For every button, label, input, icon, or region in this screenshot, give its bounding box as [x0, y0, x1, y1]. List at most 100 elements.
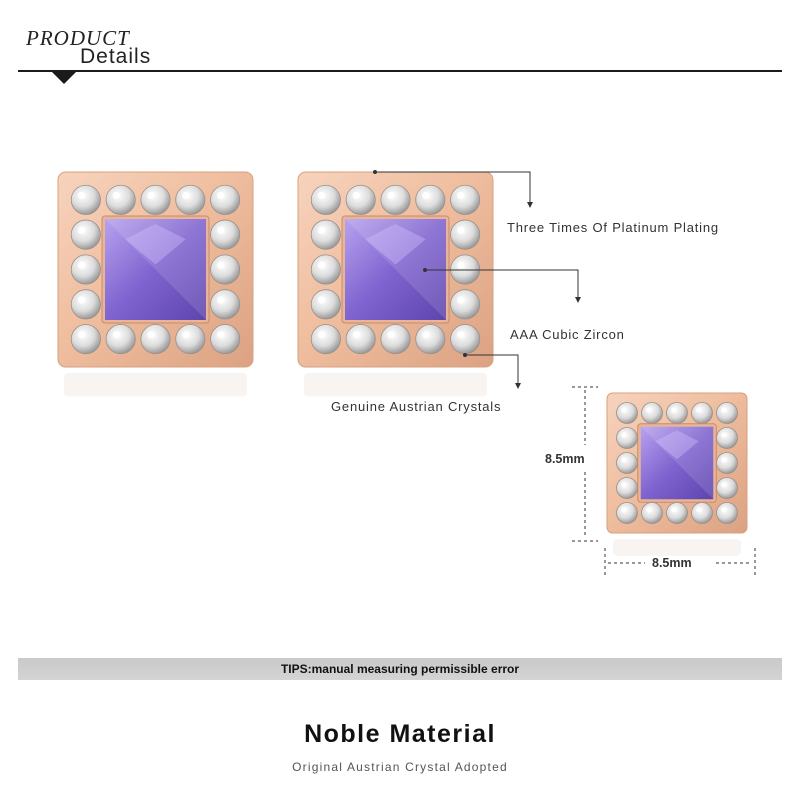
- crystal-stone: [450, 219, 481, 250]
- crystal-highlight: [457, 191, 465, 200]
- reflection: [613, 539, 741, 556]
- crystal-stone: [716, 402, 738, 424]
- reflection: [64, 373, 247, 397]
- dimension-height: 8.5mm: [545, 452, 585, 466]
- arrow-icon: [575, 297, 581, 303]
- crystal-highlight: [77, 191, 86, 200]
- crystal-highlight: [457, 296, 465, 304]
- leader-line-crystals: [465, 354, 519, 386]
- crystal-stone: [716, 477, 738, 499]
- crystal-stone: [666, 402, 688, 424]
- crystal-stone: [380, 324, 411, 355]
- crystal-highlight: [671, 507, 677, 513]
- crystal-stone: [70, 219, 101, 250]
- crystal-highlight: [621, 482, 627, 488]
- crystal-stone: [210, 254, 241, 285]
- crystal-stone: [310, 184, 341, 215]
- amethyst-stone: [640, 426, 714, 500]
- crystal-highlight: [671, 407, 677, 413]
- crystal-stone: [616, 477, 638, 499]
- arrow-icon: [515, 383, 521, 389]
- section-header: PRODUCT Details: [0, 0, 800, 90]
- crystal-highlight: [387, 331, 395, 339]
- facet: [125, 224, 186, 265]
- crystal-stone: [310, 254, 341, 285]
- crystal-stone: [140, 184, 171, 215]
- crystal-highlight: [721, 482, 727, 488]
- crystal-highlight: [422, 331, 430, 339]
- crystal-stone: [616, 402, 638, 424]
- crystal-highlight: [721, 507, 727, 513]
- crystal-stone: [716, 427, 738, 449]
- arrow-icon: [527, 202, 533, 208]
- crystal-highlight: [422, 191, 430, 200]
- crystal-highlight: [147, 331, 155, 339]
- crystal-highlight: [77, 226, 86, 234]
- crystal-highlight: [646, 407, 652, 413]
- crystal-highlight: [217, 296, 225, 304]
- crystal-highlight: [217, 331, 225, 339]
- crystal-highlight: [317, 226, 326, 234]
- crystal-highlight: [646, 507, 652, 513]
- callout-zircon: AAA Cubic Zircon: [510, 327, 625, 342]
- dimension-width: 8.5mm: [652, 556, 692, 570]
- crystal-highlight: [317, 296, 326, 304]
- facet: [640, 426, 714, 500]
- footer-subtitle: Original Austrian Crystal Adopted: [292, 760, 508, 774]
- crystal-stone: [310, 219, 341, 250]
- crystal-stone: [70, 184, 101, 215]
- earring-left: [57, 171, 254, 397]
- crystal-highlight: [352, 191, 360, 200]
- callout-plating: Three Times Of Platinum Plating: [507, 220, 719, 235]
- crystal-highlight: [182, 191, 190, 200]
- amethyst-stone: [105, 219, 206, 320]
- crystal-stone: [175, 324, 206, 355]
- crystal-stone: [415, 324, 446, 355]
- crystal-stone: [380, 184, 411, 215]
- facet: [655, 430, 699, 460]
- crystal-stone: [345, 184, 376, 215]
- earring-right: [297, 171, 494, 397]
- crystal-stone: [616, 427, 638, 449]
- leader-line-zircon: [425, 269, 579, 300]
- crystal-stone: [716, 502, 738, 524]
- crystal-highlight: [77, 261, 86, 269]
- crystal-highlight: [387, 191, 395, 200]
- crystal-stone: [70, 289, 101, 320]
- header-details: Details: [80, 45, 152, 68]
- crystal-highlight: [352, 331, 360, 339]
- crystal-highlight: [317, 331, 326, 339]
- crystal-highlight: [621, 407, 627, 413]
- crystal-stone: [641, 402, 663, 424]
- crystal-stone: [310, 289, 341, 320]
- crystal-highlight: [112, 191, 120, 200]
- crystal-stone: [345, 324, 376, 355]
- crystal-highlight: [721, 457, 727, 463]
- crystal-stone: [140, 324, 171, 355]
- crystal-stone: [175, 184, 206, 215]
- callout-crystals: Genuine Austrian Crystals: [331, 399, 502, 414]
- facet: [105, 219, 206, 320]
- crystal-highlight: [112, 331, 120, 339]
- crystal-highlight: [457, 331, 465, 339]
- crystal-stone: [70, 324, 101, 355]
- crystal-stone: [691, 402, 713, 424]
- facet: [345, 219, 446, 320]
- crystal-stone: [415, 184, 446, 215]
- header-pointer-icon: [52, 72, 76, 84]
- crystal-stone: [616, 452, 638, 474]
- footer-title: Noble Material: [304, 720, 496, 748]
- crystal-highlight: [696, 407, 702, 413]
- crystal-stone: [210, 219, 241, 250]
- crystal-stone: [616, 502, 638, 524]
- earring-scale: [606, 392, 748, 556]
- crystal-highlight: [217, 261, 225, 269]
- crystal-highlight: [77, 296, 86, 304]
- crystal-highlight: [217, 191, 225, 200]
- crystal-stone: [70, 254, 101, 285]
- crystal-highlight: [317, 191, 326, 200]
- crystal-highlight: [182, 331, 190, 339]
- crystal-stone: [691, 502, 713, 524]
- crystal-stone: [666, 502, 688, 524]
- crystal-highlight: [457, 226, 465, 234]
